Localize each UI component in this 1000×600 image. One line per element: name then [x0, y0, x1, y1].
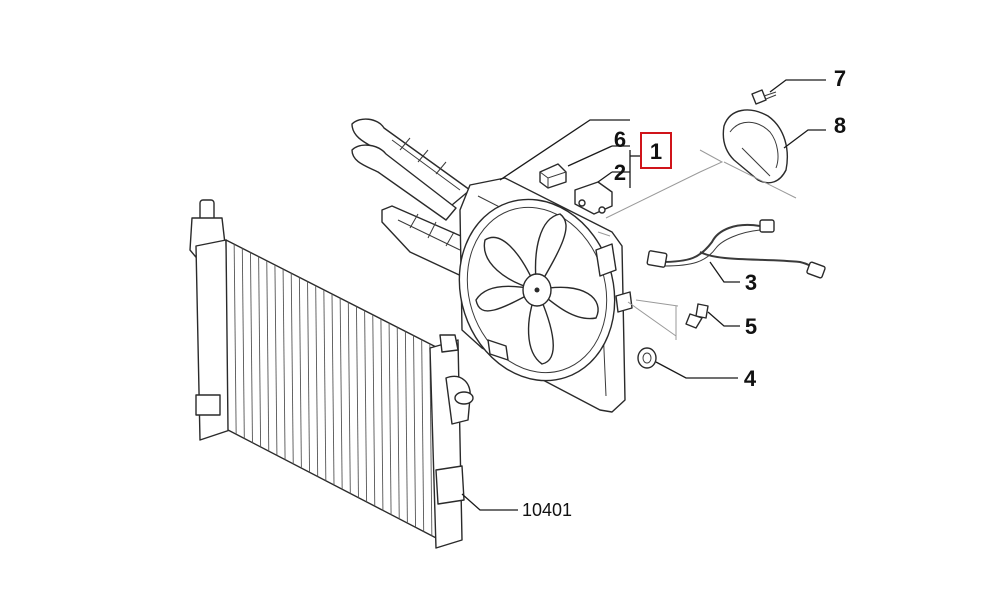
radiator-fin	[364, 310, 368, 502]
radiator-fin	[388, 323, 392, 515]
radiator-fin	[380, 318, 384, 511]
radiator-fin	[274, 264, 278, 456]
shroud-tab-right	[615, 291, 633, 313]
radiator-fin	[347, 302, 351, 494]
radiator-fin	[404, 331, 408, 524]
radiator-fin	[266, 260, 270, 452]
radiator-fin	[307, 281, 310, 473]
callout-2: 2	[614, 160, 626, 185]
part-7-screw	[751, 89, 777, 105]
callout-4: 4	[744, 366, 757, 391]
radiator-right-top-fitting	[439, 334, 459, 353]
callout-1: 1	[650, 139, 662, 164]
callout-7: 7	[834, 66, 846, 91]
radiator-fin	[241, 248, 245, 439]
radiator-fin	[282, 269, 286, 460]
part-3-harness	[646, 219, 826, 279]
radiator-fin	[331, 293, 335, 486]
callout-1-highlight-box	[640, 132, 672, 169]
callout-leaders	[461, 79, 826, 511]
callout-6: 6	[614, 127, 626, 152]
shroud-tab-bottom	[487, 339, 509, 361]
radiator-assembly	[189, 199, 474, 549]
callout-5: 5	[745, 314, 757, 339]
bracket-lattice	[391, 137, 461, 251]
fan-hub-center	[534, 287, 540, 293]
radiator-fin	[421, 339, 425, 532]
radiator-right-tank	[429, 339, 463, 549]
fan-assembly	[351, 118, 633, 413]
radiator-fin	[250, 252, 253, 443]
radiator-fin	[372, 314, 376, 507]
part-2-resistor	[574, 181, 613, 215]
fan-blades	[475, 213, 599, 365]
shroud-left-bracket	[381, 205, 471, 281]
radiator-fin	[323, 289, 327, 481]
callout-3: 3	[745, 270, 757, 295]
callout-8: 8	[834, 113, 846, 138]
radiator-fin	[356, 306, 359, 498]
shroud-connector	[595, 243, 617, 277]
radiator-fin	[290, 273, 294, 464]
radiator-fin	[413, 335, 416, 528]
radiator-fin	[315, 285, 319, 477]
part-5-bolt	[685, 303, 709, 329]
assembly-guide-lines	[597, 149, 797, 340]
radiator-lower-bracket	[435, 465, 465, 505]
radiator-fins	[233, 244, 433, 536]
radiator-fin	[298, 277, 302, 469]
radiator-fin	[258, 256, 262, 447]
callout-radiator: 10401	[522, 500, 572, 520]
radiator-fin	[339, 298, 343, 490]
part-8-cover	[722, 109, 788, 184]
radiator-drain-bracket	[195, 394, 221, 416]
shroud-upper-arm	[351, 118, 471, 206]
radiator-fin	[233, 244, 237, 435]
part-4-grommet	[637, 347, 657, 369]
radiator-fin	[396, 327, 400, 519]
radiator-outlet-neck	[454, 391, 474, 405]
shroud-upper-arm-2	[351, 144, 457, 221]
